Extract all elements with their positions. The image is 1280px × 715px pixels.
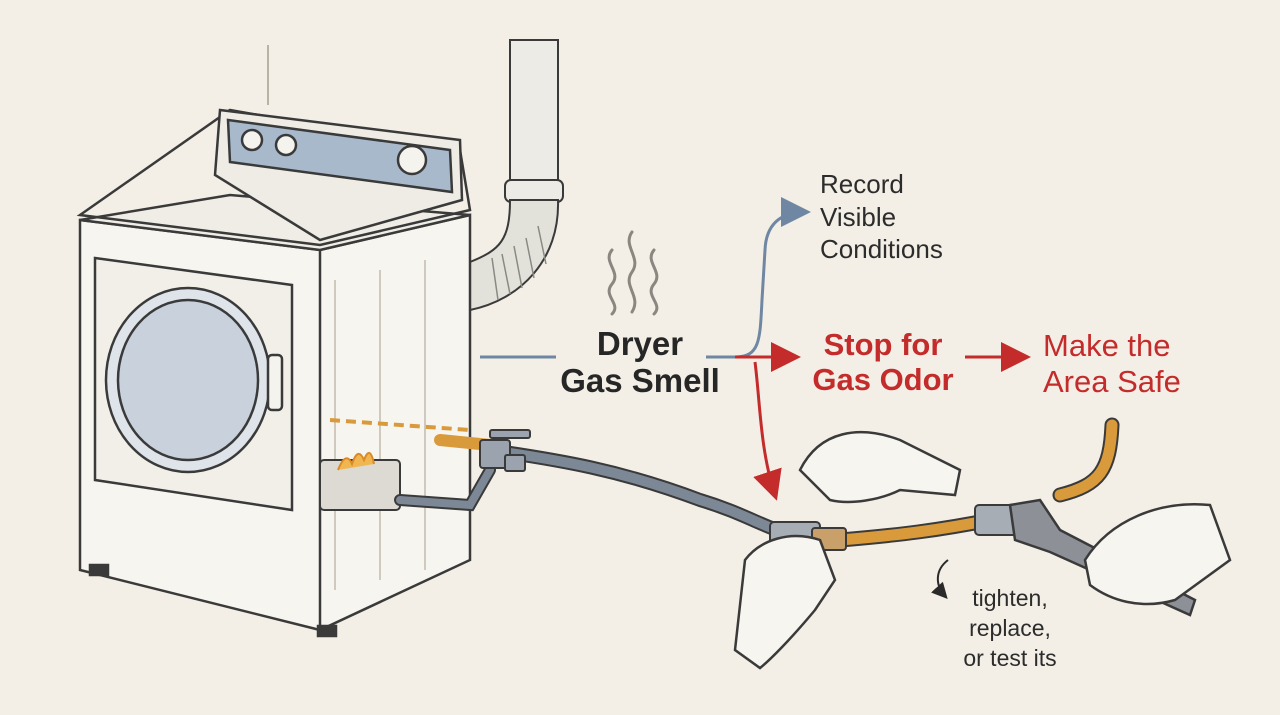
arrow-to-record — [706, 197, 811, 359]
center-line-1: Dryer — [596, 325, 684, 362]
record-line-3: Conditions — [820, 234, 943, 264]
exhaust-duct — [469, 39, 564, 312]
burner — [319, 452, 401, 511]
hand-bottom — [733, 534, 837, 670]
center-line-2: Gas Smell — [560, 361, 720, 399]
make-area-safe-label: Make the Area Safe — [1043, 328, 1181, 399]
dial-knob-2 — [274, 133, 298, 157]
internal-gas-path — [329, 418, 471, 432]
center-node-label: Dryer Gas Smell — [545, 325, 735, 400]
note-line-1: tighten, — [972, 585, 1048, 611]
stop-line-2: Gas Odor — [812, 361, 954, 397]
hand-top — [798, 430, 962, 504]
note-line-3: or test its — [963, 644, 1057, 671]
stop-line-1: Stop for — [823, 327, 943, 362]
fitting-note: tighten, replace, or test its — [950, 584, 1070, 674]
dial-knob-1 — [240, 128, 264, 152]
stop-gas-odor-label: Stop for Gas Odor — [808, 327, 958, 397]
note-pointer — [931, 559, 949, 599]
record-line-1: Record — [820, 169, 904, 199]
hands — [733, 430, 1232, 670]
odor-wisps-icon — [607, 230, 659, 316]
record-conditions-label: Record Visible Conditions — [820, 168, 943, 266]
hand-right — [1083, 503, 1232, 606]
arrow-to-fitting — [753, 361, 782, 501]
safe-line-1: Make the — [1043, 328, 1171, 363]
gas-hose — [394, 417, 1120, 548]
safe-line-2: Area Safe — [1043, 363, 1181, 399]
note-line-2: replace, — [969, 614, 1051, 641]
dryer — [76, 108, 472, 638]
door-handle — [266, 353, 284, 412]
shutoff-valve — [479, 429, 531, 472]
dial-knob-3 — [396, 144, 428, 176]
record-line-2: Visible — [820, 201, 897, 232]
